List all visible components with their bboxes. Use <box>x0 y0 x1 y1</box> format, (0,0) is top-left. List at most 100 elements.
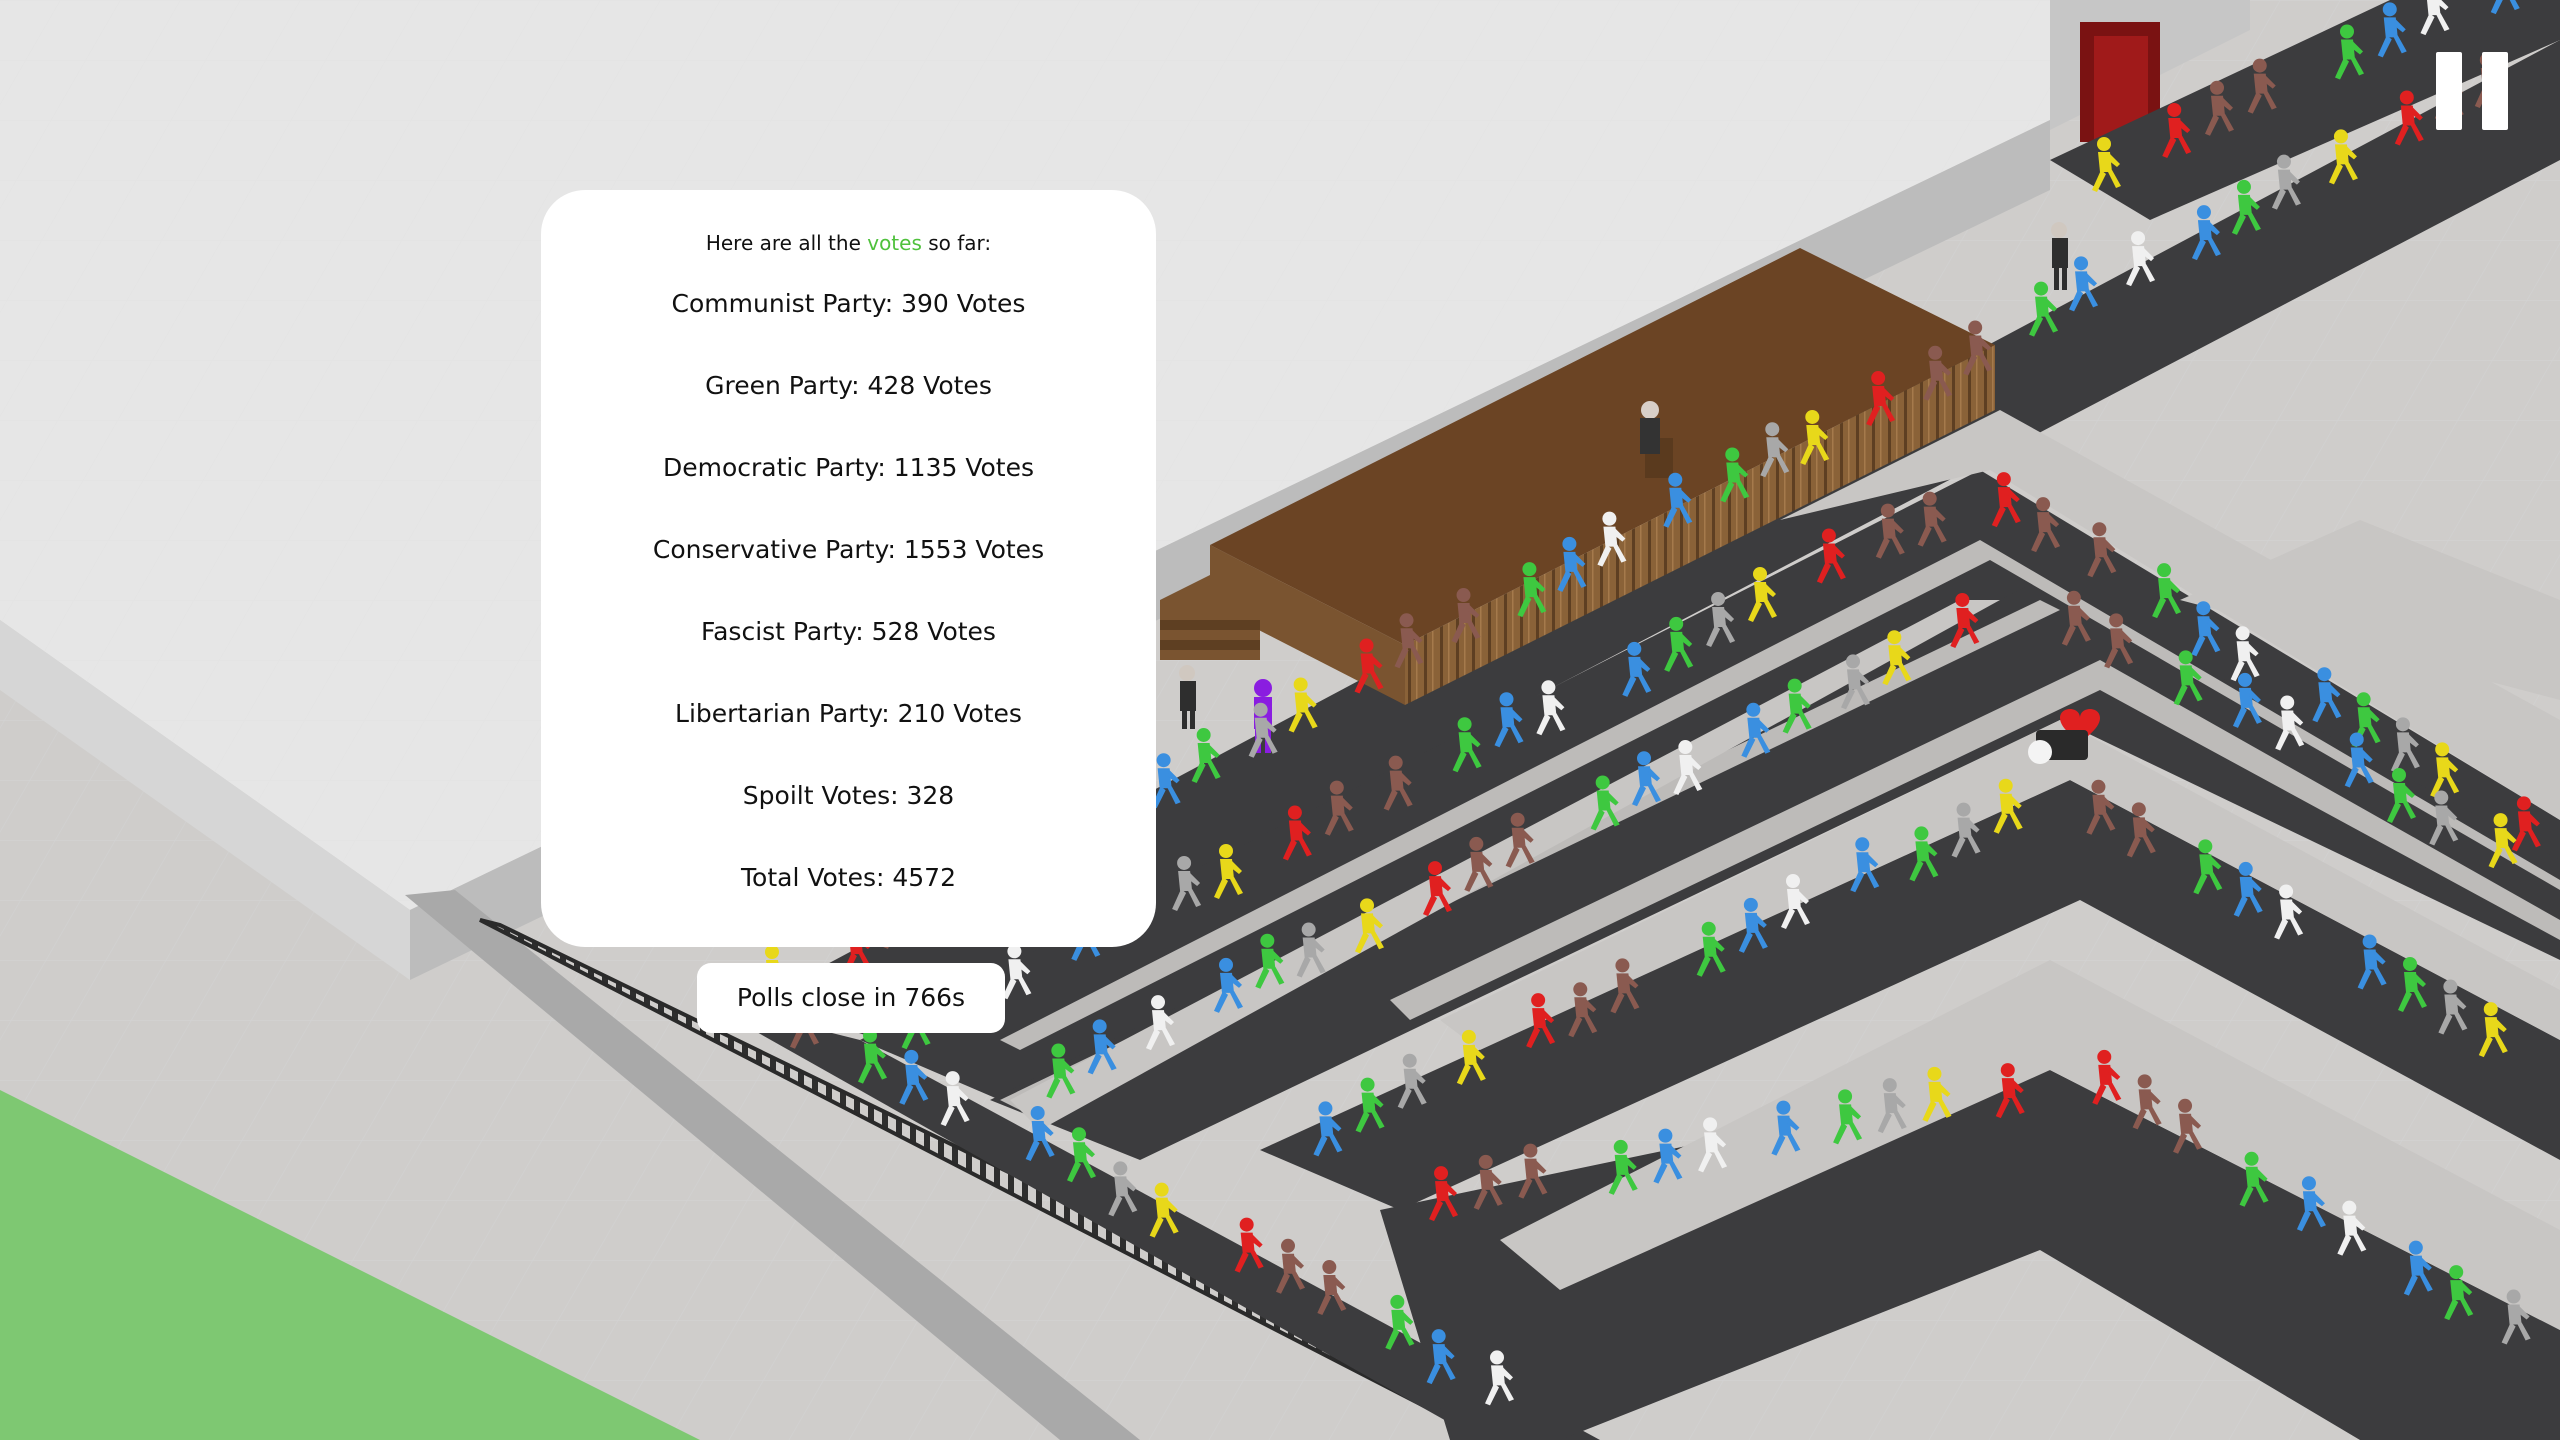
voter-figure <box>1108 1161 1138 1217</box>
voter-figure <box>1653 1128 1683 1184</box>
voter-figure <box>1429 1166 1459 1222</box>
voter-figure <box>1485 1350 1514 1406</box>
voter-figure <box>1518 1143 1548 1199</box>
voter-figure <box>1610 958 1640 1014</box>
voter-figure <box>2162 102 2192 158</box>
voter-figure <box>1922 1066 1952 1122</box>
voter-figure <box>2191 601 2221 657</box>
voter-figure <box>2490 0 2520 15</box>
voter-figure <box>2271 154 2301 210</box>
voter-figure <box>2357 934 2387 990</box>
voter-figure <box>1782 678 1812 734</box>
total-votes: Total Votes: 4572 <box>741 863 956 892</box>
voter-figure <box>2390 717 2420 773</box>
voter-figure <box>1781 874 1810 929</box>
voter-figure <box>1354 638 1384 694</box>
voter-figure <box>1568 982 1598 1038</box>
voter-figure <box>1771 1100 1801 1156</box>
voter-figure <box>1909 826 1939 882</box>
voter-figure <box>2126 802 2156 858</box>
grass <box>0 1090 700 1440</box>
voter-figure <box>2092 1049 2122 1105</box>
voter-figure <box>1663 472 1693 528</box>
voter-figure <box>1664 616 1694 672</box>
voter-figure <box>1296 922 1326 978</box>
voter-figure <box>1288 677 1318 733</box>
voter-figure <box>1452 717 1482 773</box>
voter-figure <box>2420 0 2450 36</box>
voter-figure <box>1451 588 1481 644</box>
voter-figure <box>2152 563 2182 619</box>
voter-figure <box>2335 24 2364 80</box>
voter-figure <box>2232 672 2262 728</box>
voter-figure <box>1087 1019 1117 1075</box>
voter-figure <box>1882 630 1912 686</box>
voter-figure <box>2511 796 2541 852</box>
voter-figure <box>1046 1043 1076 1099</box>
voter-figure <box>1816 528 1846 584</box>
voter-figure <box>1741 702 1771 758</box>
voter-figure <box>1536 680 1566 736</box>
voter-figure <box>2478 1002 2508 1058</box>
voter-figure <box>2031 497 2061 553</box>
guard-figure <box>1179 222 2068 729</box>
voter-figure <box>2104 613 2134 669</box>
header-suffix: so far: <box>928 231 992 255</box>
voter-figure <box>1608 1139 1638 1195</box>
voter-figure <box>1632 751 1661 807</box>
libertarian-party-votes: Libertarian Party: 210 Votes <box>675 699 1022 728</box>
voter-figure <box>1917 491 1947 547</box>
voter-figure <box>1526 993 1556 1049</box>
voter-figure <box>1385 1294 1415 1350</box>
voter-figure <box>1191 727 1221 783</box>
voter-figure <box>1875 503 1905 559</box>
voter-figure <box>2193 839 2223 895</box>
voter-figure <box>2191 205 2221 261</box>
voter-figure <box>1505 812 1535 868</box>
voter-figure <box>2126 231 2156 287</box>
voter-figure <box>1282 805 1312 861</box>
conservative-party-votes: Conservative Party: 1553 Votes <box>652 535 1045 564</box>
spoilt-votes: Spoilt Votes: 328 <box>742 781 955 810</box>
voter-figure <box>2344 732 2374 788</box>
voter-figure <box>1324 780 1354 836</box>
voter-figure <box>1951 802 1981 858</box>
voter-figure <box>1473 1154 1503 1210</box>
voter-figure <box>2173 650 2203 706</box>
pause-button[interactable] <box>2436 52 2508 130</box>
voter-figure <box>1002 944 1032 1000</box>
voter-figure <box>1995 1063 2025 1119</box>
voter-figure <box>1706 591 1736 647</box>
voter-figure <box>2132 1074 2162 1130</box>
voter-figure <box>1833 1089 1863 1145</box>
voter-figure <box>2275 695 2305 751</box>
voter-figure <box>1841 654 1870 710</box>
header-highlight: votes <box>867 231 922 255</box>
voter-figure <box>2233 861 2263 917</box>
voter-figure <box>1355 898 1384 954</box>
polls-close-timer: Polls close in 766s <box>697 963 1005 1033</box>
voter-figure <box>1317 1260 1347 1316</box>
voter-figure <box>1720 447 1750 503</box>
header-prefix: Here are all the <box>705 231 861 255</box>
voter-figure <box>1276 1238 1305 1294</box>
voter-figure <box>1991 472 2021 528</box>
voter-figure <box>1025 1105 1055 1161</box>
voter-figure <box>2274 884 2304 940</box>
voter-figure <box>1313 1101 1343 1157</box>
voter-figure <box>1557 536 1587 592</box>
voter-figure <box>2328 129 2358 185</box>
voter-figure <box>2488 813 2518 869</box>
voter-figure <box>2173 1098 2203 1154</box>
voter-figure <box>2394 90 2424 146</box>
voter-figure <box>2247 58 2277 114</box>
voter-figure <box>1214 957 1243 1013</box>
voter-figure <box>2398 957 2427 1012</box>
voter-figure <box>1993 778 2023 834</box>
voter-figure <box>1423 861 1452 917</box>
voter-figure <box>1248 702 1278 758</box>
voter-figure <box>1800 409 1830 465</box>
voter-figure <box>2501 1289 2531 1345</box>
voter-figure <box>1214 844 1243 899</box>
